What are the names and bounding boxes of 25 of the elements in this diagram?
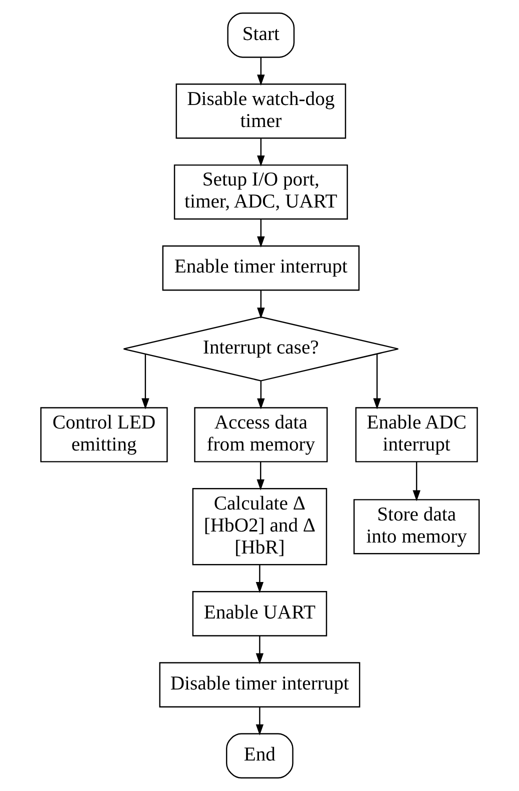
node-diamond: Interrupt case?: [122, 316, 398, 382]
node-box: Setup I/O port, timer, ADC, UART: [173, 164, 348, 220]
arrow: [372, 354, 380, 410]
node-box: Store data into memory: [352, 499, 480, 554]
node-box: Disable watch-dog timer: [175, 84, 346, 139]
node-box: Enable timer interrupt: [162, 245, 360, 291]
arrow: [412, 462, 420, 502]
node-box: Control LED emitting: [40, 407, 168, 462]
arrow: [256, 380, 264, 410]
arrow: [256, 219, 264, 248]
node-box: Enable UART: [192, 591, 327, 636]
arrow: [256, 58, 264, 86]
arrow: [255, 565, 264, 594]
arrow: [256, 462, 264, 490]
arrow: [256, 138, 264, 167]
node-box: Start: [226, 12, 294, 58]
arrow: [256, 290, 264, 319]
node-box: Enable ADC interrupt: [354, 407, 478, 462]
arrow: [141, 354, 149, 410]
node-box: Disable timer interrupt: [158, 662, 360, 708]
arrow: [255, 706, 264, 736]
node-box: Access data from memory: [194, 407, 328, 462]
arrow: [255, 636, 264, 664]
node-box: End: [225, 733, 293, 779]
node-box: Calculate Δ [HbO2] and Δ [HbR]: [192, 488, 327, 566]
